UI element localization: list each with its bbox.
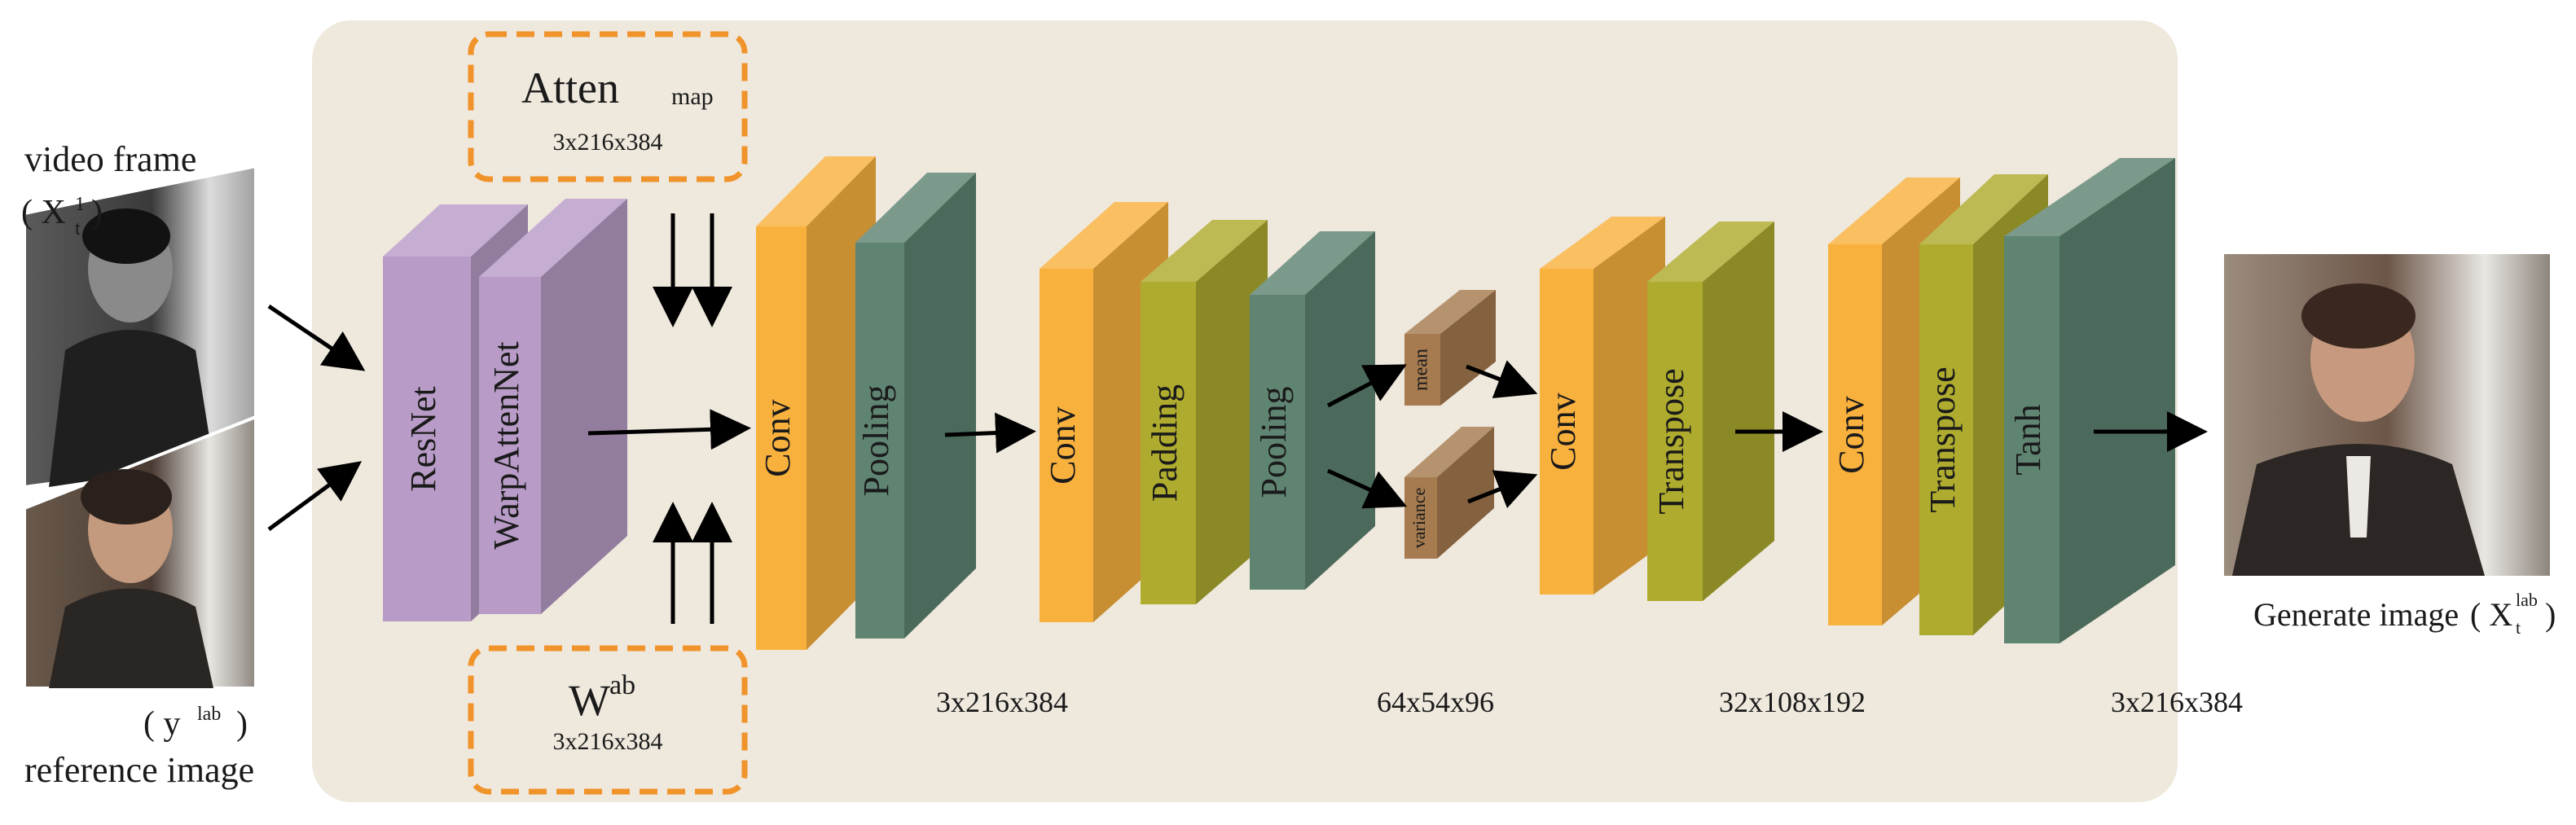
arrow-variance-to-conv [1467, 470, 1538, 508]
tanh-block-top-face [2004, 158, 2175, 236]
padding-block-top-face [1141, 220, 1268, 282]
svg-text:lab: lab [2516, 590, 2538, 610]
video-frame-photo [23, 164, 257, 489]
conv-block-4-top-face [1828, 178, 1960, 244]
arrow-warp-to-conv [587, 409, 751, 450]
padding-block: Padding [1141, 220, 1268, 604]
arrow-mean-to-conv [1466, 360, 1538, 398]
transpose-block-1-label: Transpose [1651, 368, 1691, 514]
pooling-block-2-top-face [1250, 231, 1375, 295]
pooling-block-2-front-face [1250, 295, 1305, 590]
svg-text:( X: ( X [2470, 596, 2512, 633]
transpose-block-1-top-face [1647, 222, 1774, 282]
warpattennet-block-label: WarpAttenNet [486, 341, 526, 549]
pooling-block-1-side-face [904, 173, 976, 638]
attention-map-subscript: map [671, 83, 714, 110]
svg-text:1: 1 [75, 194, 85, 215]
reference-image-photo [23, 415, 257, 690]
conv-block-4-label: Conv [1831, 396, 1871, 473]
svg-text:( X: ( X [21, 194, 66, 231]
attention-map-label: Atten [521, 64, 619, 112]
warpattennet-block-side-face [541, 199, 627, 614]
dims-label-4: 3x216x384 [2111, 686, 2243, 718]
resnet-block-label: ResNet [403, 386, 443, 492]
video-frame-symbol: ( X 1 t ) [21, 194, 103, 239]
arrow-pool-to-conv [944, 412, 1036, 454]
arrow-video-to-resnet [267, 304, 366, 371]
conv-block-1-top-face [756, 156, 876, 226]
warp-image-label: W [569, 676, 610, 725]
resnet-block-top-face [383, 204, 528, 257]
svg-text:): ) [236, 705, 248, 743]
variance-block-label: variance [1409, 488, 1429, 549]
output-label: Generate image ( X lab t ) [2253, 590, 2556, 638]
transpose-block-1: Transpose [1647, 222, 1774, 601]
tanh-block-front-face [2004, 236, 2059, 643]
arrow-reference-to-resnet [267, 461, 363, 532]
svg-text:t: t [2516, 617, 2521, 638]
mean-block-front-face [1404, 334, 1440, 406]
conv-block-1-front-face [756, 226, 807, 650]
conv-block-3-label: Conv [1543, 393, 1583, 470]
conv-block-2-top-face [1040, 202, 1168, 269]
pooling-block-1-front-face [855, 243, 904, 638]
pooling-block-1-top-face [855, 173, 976, 243]
variance-block: variance [1404, 427, 1494, 559]
generated-image-photo [2224, 254, 2550, 576]
pooling-block-1-label: Pooling [856, 385, 896, 497]
warp-image-superscript: ab [609, 670, 635, 700]
conv-block-2-front-face [1040, 269, 1093, 622]
warp-image-dims: 3x216x384 [553, 728, 663, 755]
svg-text:t: t [75, 218, 81, 239]
transpose-block-1-side-face [1703, 222, 1774, 601]
conv-block-3: Conv [1540, 217, 1665, 595]
mean-block-side-face [1440, 290, 1496, 406]
warpattennet-block-front-face [479, 277, 541, 614]
attention-map-dims: 3x216x384 [553, 129, 663, 156]
conv-block-1-label: Conv [758, 399, 798, 476]
tanh-block-label: Tanh [2008, 404, 2048, 475]
pooling-block-2: Pooling [1250, 231, 1375, 590]
padding-block-label: Padding [1145, 384, 1185, 502]
conv-block-3-top-face [1540, 217, 1665, 269]
transpose-block-2-front-face [1919, 244, 1973, 635]
tanh-block-side-face [2059, 158, 2175, 643]
conv-block-3-front-face [1540, 269, 1594, 595]
warp-image-box: W ab 3x216x384 [468, 645, 748, 795]
dims-label-3: 32x108x192 [1719, 686, 1866, 718]
reference-image-label: reference image [24, 750, 254, 790]
variance-block-side-face [1437, 427, 1494, 559]
conv-block-4-front-face [1828, 244, 1882, 625]
svg-text:): ) [91, 194, 103, 231]
svg-text:): ) [2545, 596, 2556, 633]
pooling-block-1: Pooling [855, 173, 976, 638]
dims-label-1: 3x216x384 [936, 686, 1068, 718]
attention-map-box: Atten map 3x216x384 [468, 31, 748, 182]
arrow-pool-to-variance [1326, 468, 1408, 509]
resnet-block-front-face [383, 257, 471, 621]
svg-text:( y: ( y [143, 705, 181, 743]
mean-block: mean [1404, 290, 1496, 406]
pooling-block-2-label: Pooling [1254, 387, 1294, 498]
transpose-block-2-top-face [1919, 174, 2048, 244]
warpattennet-block: WarpAttenNet [479, 199, 627, 614]
tanh-block: Tanh [2004, 158, 2175, 643]
svg-text:lab: lab [197, 704, 221, 725]
mean-block-label: mean [1411, 349, 1432, 391]
pooling-block-2-side-face [1305, 231, 1375, 590]
padding-block-front-face [1141, 282, 1196, 604]
conv-block-2-label: Conv [1043, 406, 1083, 484]
arrow-pool-to-mean [1326, 364, 1407, 408]
video-frame-label: video frame [24, 139, 196, 179]
variance-block-top-face [1404, 427, 1494, 477]
reference-symbol: ( y lab ) [143, 704, 248, 743]
warpattennet-block-top-face [479, 199, 627, 277]
variance-block-front-face [1404, 477, 1437, 559]
dims-label-2: 64x54x96 [1377, 686, 1494, 718]
transpose-block-1-front-face [1647, 282, 1703, 601]
svg-text:Generate image: Generate image [2253, 596, 2459, 633]
transpose-block-2-label: Transpose [1923, 366, 1963, 512]
mean-block-top-face [1404, 290, 1496, 334]
